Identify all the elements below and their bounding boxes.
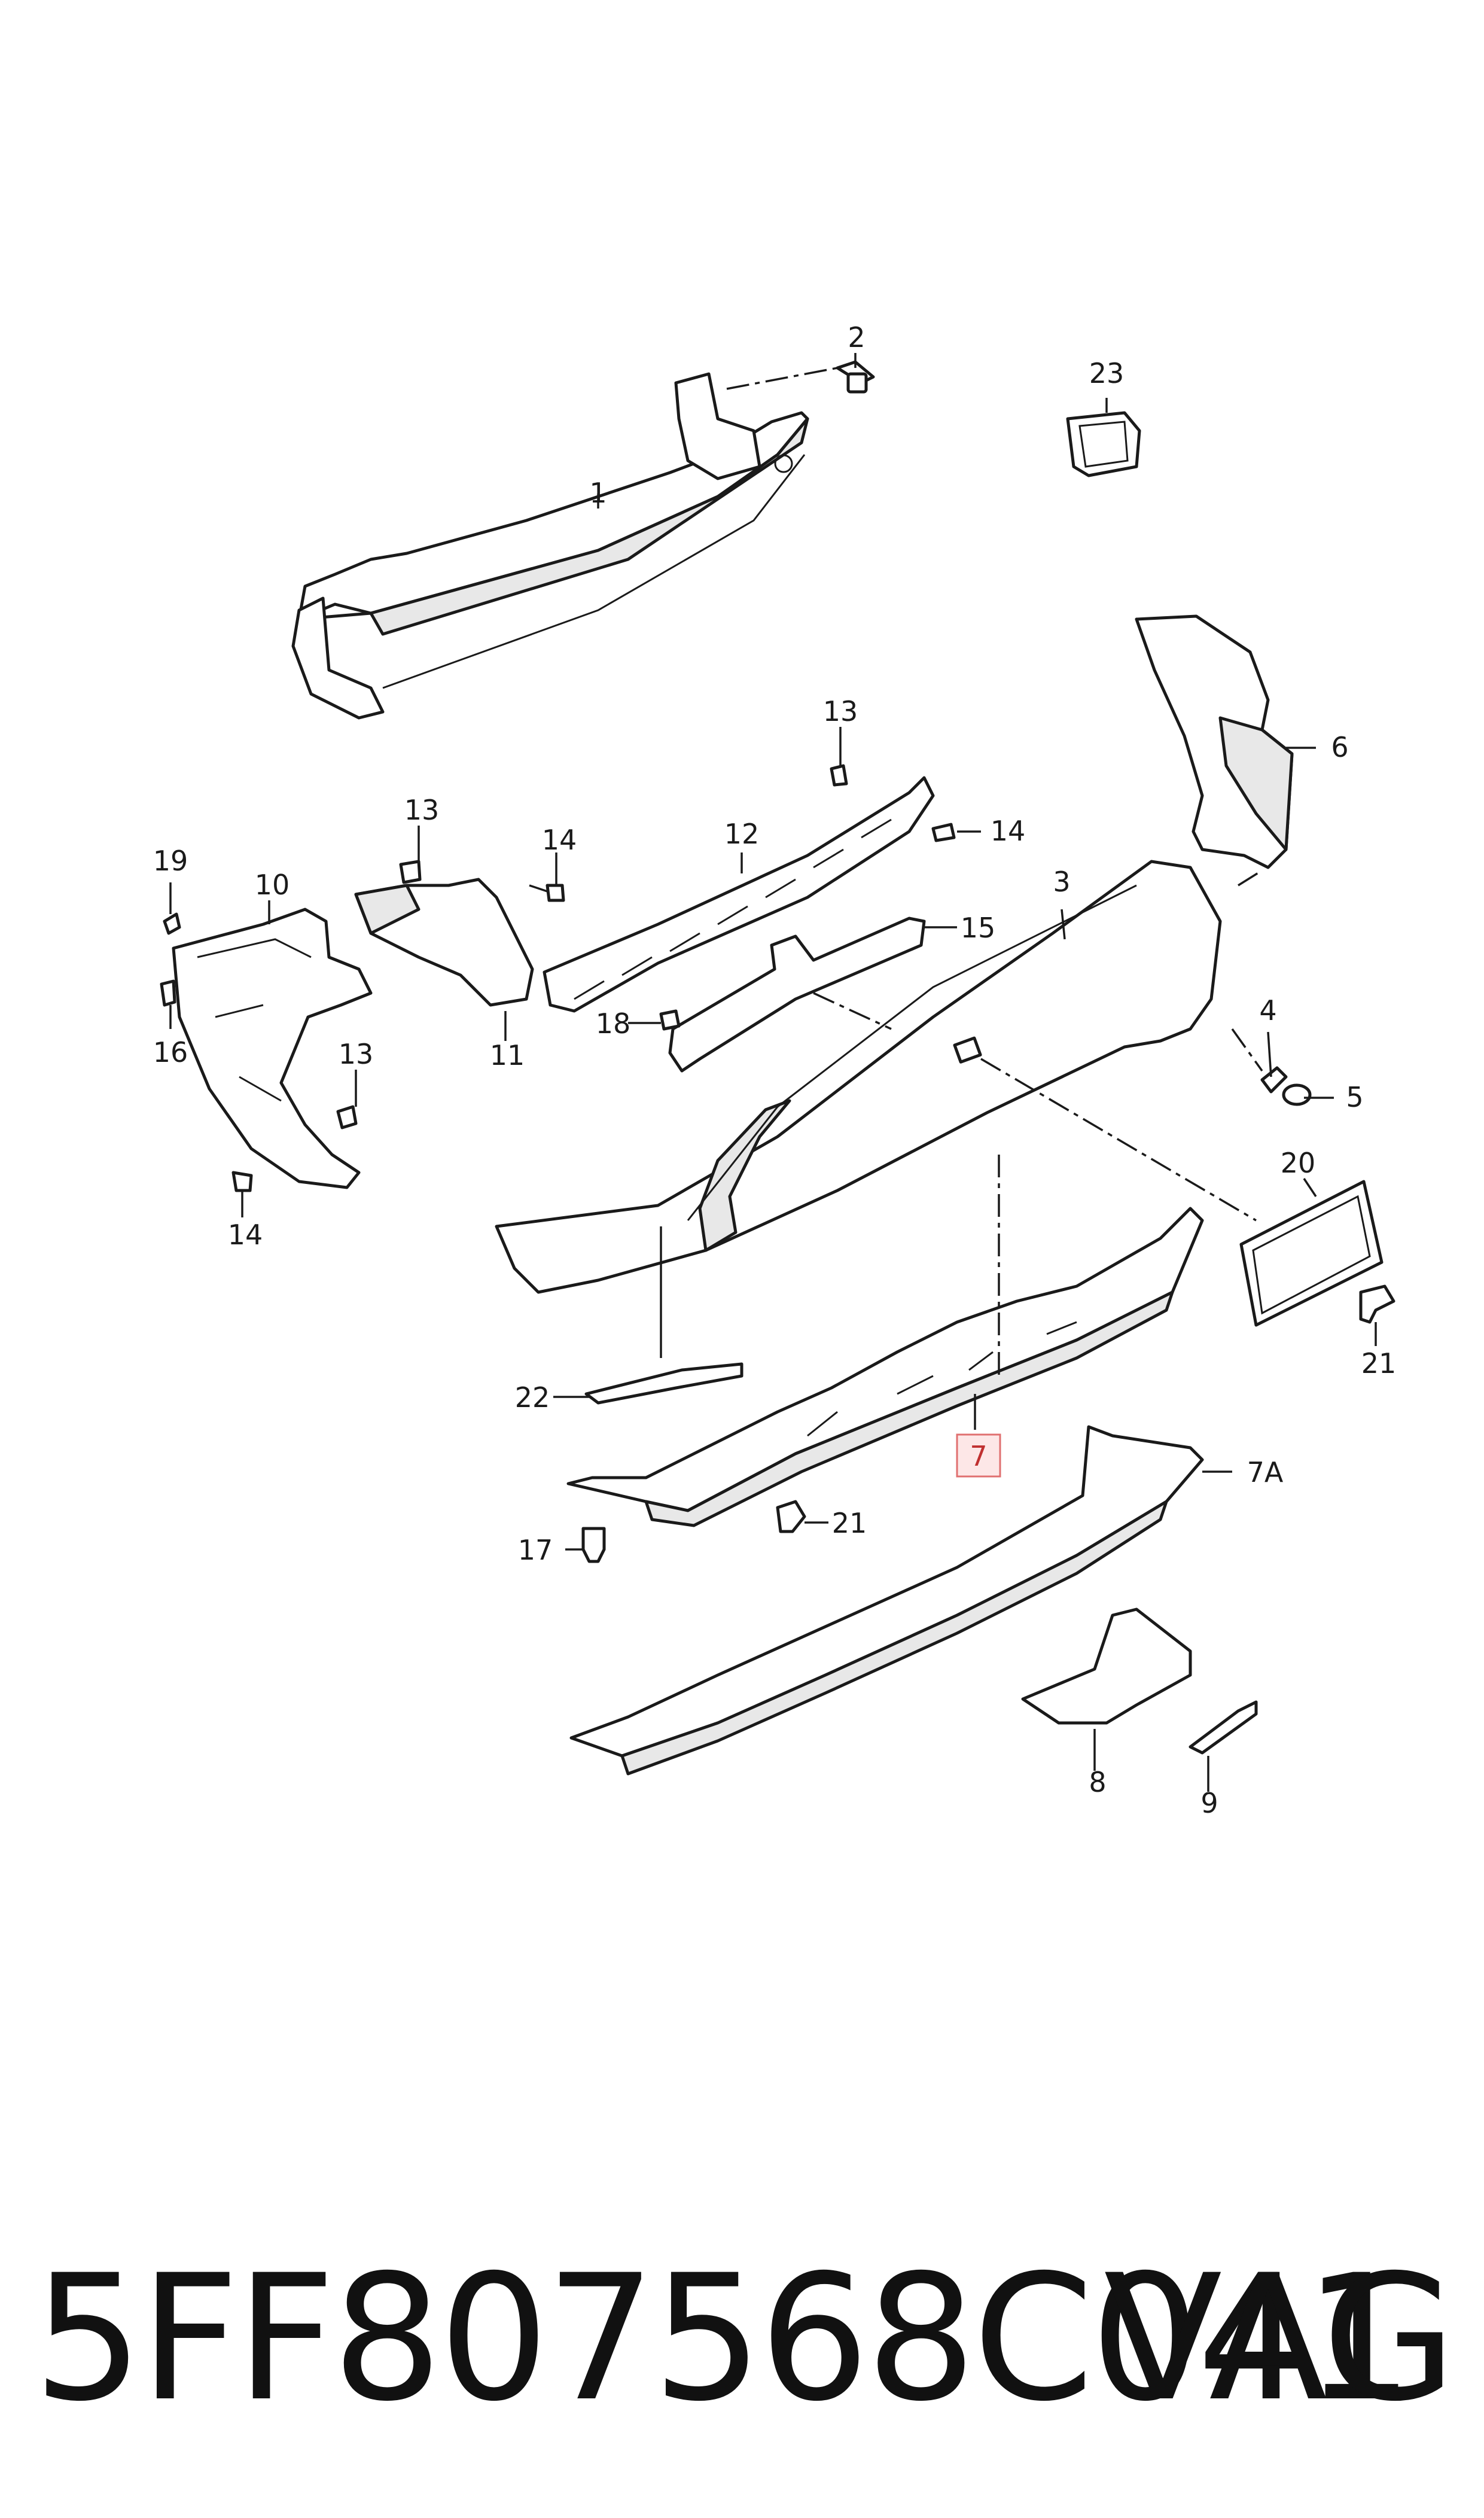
callout-23: 23 [1089, 357, 1125, 389]
part-23-cap [1066, 411, 1141, 477]
part-9-strip [1189, 1700, 1258, 1755]
callout-7-highlight: 7 [956, 1433, 1001, 1478]
callout-17: 17 [518, 1534, 553, 1566]
callout-5: 5 [1346, 1081, 1363, 1113]
callout-14b: 14 [542, 824, 577, 856]
callout-19: 19 [153, 845, 188, 877]
callout-14c: 14 [991, 815, 1026, 847]
callout-13c: 13 [339, 1038, 374, 1070]
part-12-absorber [543, 776, 935, 1013]
callout-12: 12 [724, 818, 760, 850]
part-1-bumper-beam [291, 372, 809, 720]
callout-15: 15 [961, 912, 996, 944]
part-15-trim-strip [668, 917, 926, 1073]
fastener-parts [160, 764, 1395, 1563]
callout-11: 11 [490, 1039, 525, 1071]
callout-22: 22 [515, 1381, 550, 1414]
callout-2: 2 [848, 321, 865, 354]
part-22-reflector [584, 1362, 743, 1405]
callout-20: 20 [1281, 1147, 1316, 1179]
part-7-diffuser [566, 1207, 1204, 1527]
callout-7a: 7A [1247, 1456, 1284, 1488]
callout-10: 10 [255, 869, 290, 901]
callout-13a: 13 [404, 794, 440, 826]
part-3-bumper-cover [495, 860, 1222, 1294]
highlight-box [956, 1433, 1001, 1478]
callout-7: 7 [970, 1440, 987, 1472]
part-7a-diffuser [569, 1425, 1204, 1776]
callout-18: 18 [596, 1007, 631, 1040]
callout-6: 6 [1331, 731, 1348, 763]
leader-lines [169, 353, 1377, 1792]
callout-13b: 13 [823, 695, 858, 727]
callout-16: 16 [153, 1036, 188, 1068]
part-11-mid-bracket [354, 878, 534, 1007]
part-2-screw [836, 360, 875, 394]
part-8-inner-panel [1021, 1607, 1192, 1725]
callout-9: 9 [1200, 1787, 1218, 1819]
part-6-side-bracket [1135, 614, 1294, 869]
callout-21a: 21 [1361, 1347, 1397, 1380]
part-number: 5FF807568C041 [33, 2238, 1414, 2440]
footer: 5FF807568C041 VAG [0, 2249, 1484, 2429]
callout-14a: 14 [228, 1219, 263, 1251]
callout-21b: 21 [832, 1507, 867, 1539]
part-20-plate-bracket [1239, 1180, 1384, 1327]
callout-1: 1 [589, 477, 607, 509]
callout-8: 8 [1089, 1766, 1106, 1798]
callout-3: 3 [1053, 866, 1070, 898]
assembly-lines [529, 367, 1263, 1376]
callout-labels: 1 2 23 3 6 4 5 7A 8 9 10 11 12 13 13 13 … [153, 321, 1397, 1819]
part-10-left-bracket [172, 908, 373, 1189]
brand-label: VAG [1104, 2238, 1456, 2440]
callout-4: 4 [1259, 994, 1276, 1027]
